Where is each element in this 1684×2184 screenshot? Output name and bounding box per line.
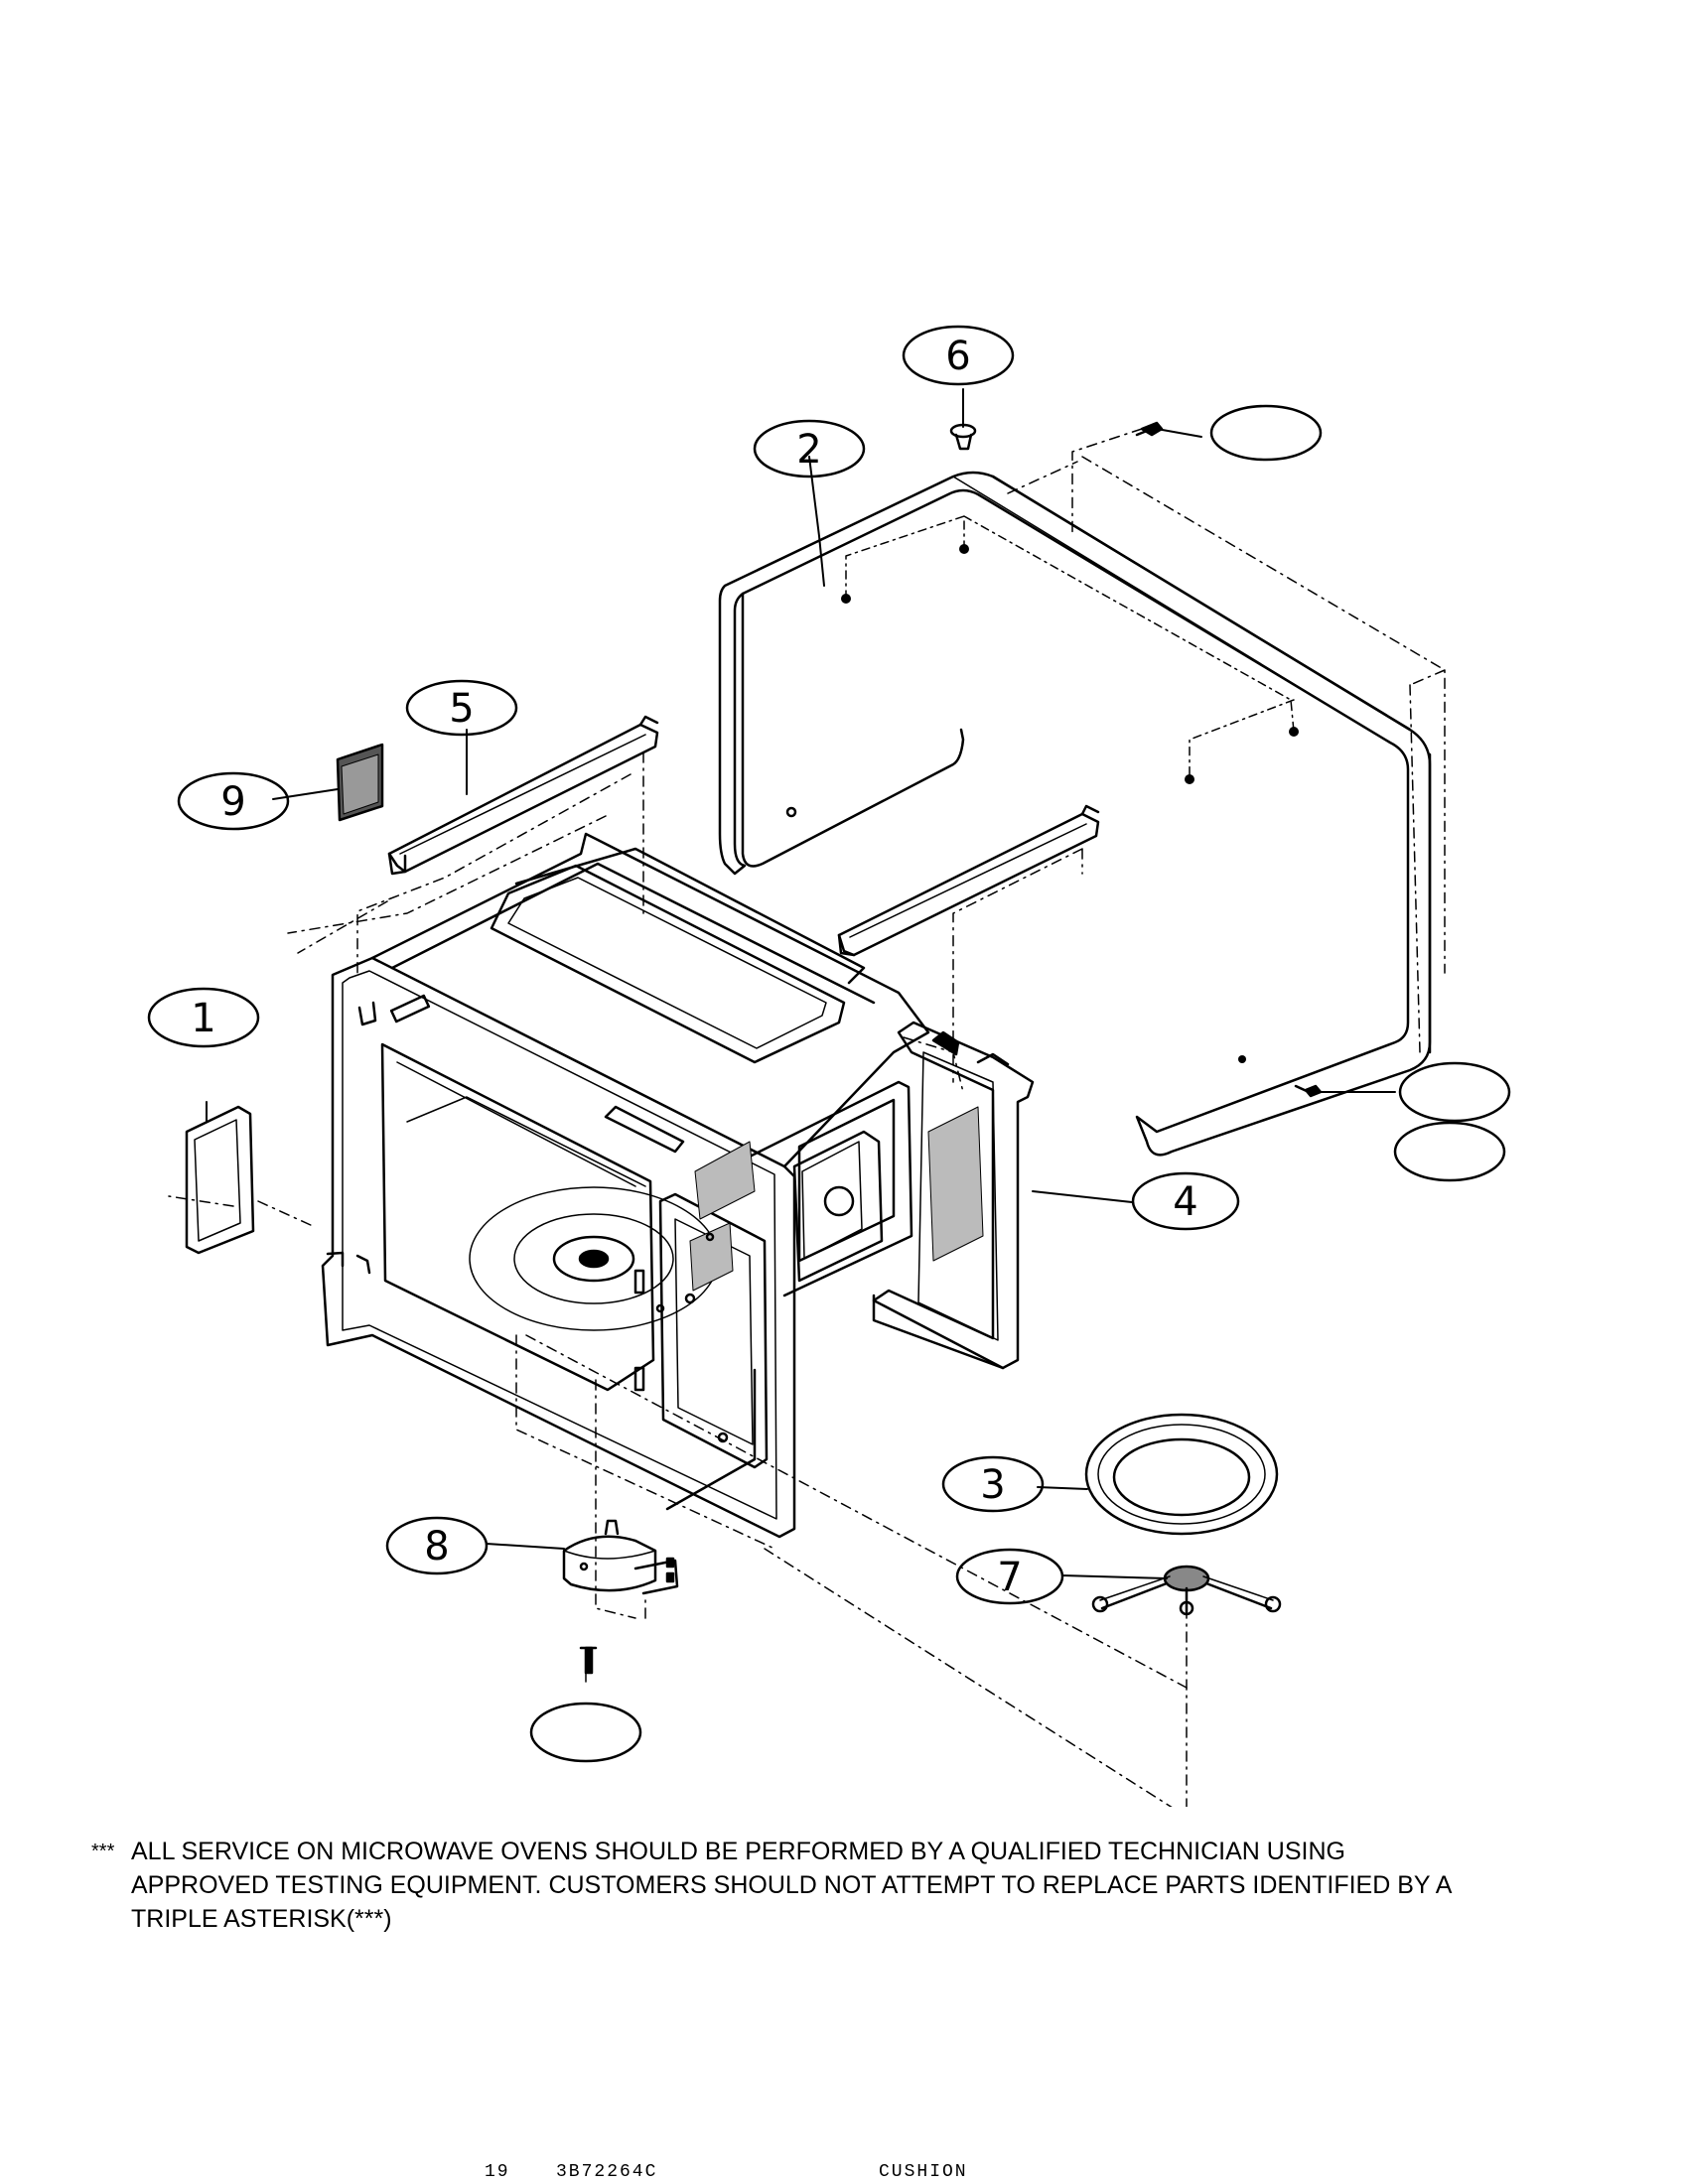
note-line-2: APPROVED TESTING EQUIPMENT. CUSTOMERS SH… bbox=[131, 1871, 1453, 1899]
cabinet-holes bbox=[841, 544, 1299, 1063]
service-note: *** ALL SERVICE ON MICROWAVE OVENS SHOUL… bbox=[91, 1835, 1660, 1936]
glass-tray bbox=[1084, 1413, 1279, 1536]
callout-ellipse-7 bbox=[955, 1548, 1064, 1605]
filter-pad bbox=[336, 743, 384, 822]
oven-chassis bbox=[321, 832, 1035, 1539]
projection-lines bbox=[168, 428, 1446, 1807]
callout-ellipse-4 bbox=[1131, 1171, 1240, 1231]
callout-ellipse-6 bbox=[902, 325, 1015, 386]
callout-ellipse-blank-bottom bbox=[529, 1702, 642, 1763]
callout-ellipse-3 bbox=[941, 1455, 1045, 1513]
callout-label-6: 6 bbox=[945, 334, 970, 379]
exploded-parts-diagram: 6 2 5 9 1 4 3 7 8 bbox=[147, 325, 1511, 1807]
note-marker: *** bbox=[91, 1841, 115, 1862]
callout-ellipse-blank-top-right bbox=[1209, 404, 1323, 462]
rail-left bbox=[387, 715, 659, 876]
callout-label-4: 4 bbox=[1173, 1179, 1197, 1225]
ventilation-mesh bbox=[689, 1106, 984, 1292]
leader-lines bbox=[206, 388, 1396, 1579]
callout-ellipse-1 bbox=[147, 987, 260, 1048]
callout-bubbles bbox=[147, 325, 1511, 1763]
callout-ellipse-9 bbox=[177, 771, 290, 831]
callout-label-1: 1 bbox=[191, 996, 215, 1041]
roller-support bbox=[1091, 1565, 1282, 1616]
lamp-cover bbox=[185, 1105, 255, 1255]
note-line-1: ALL SERVICE ON MICROWAVE OVENS SHOULD BE… bbox=[131, 1838, 1345, 1865]
callout-ellipse-5 bbox=[405, 679, 518, 737]
callout-label-7: 7 bbox=[997, 1555, 1022, 1600]
outer-cabinet bbox=[718, 471, 1432, 1157]
footer-page-number: 19 bbox=[485, 2162, 510, 2182]
turntable-motor bbox=[562, 1519, 679, 1595]
rail-right bbox=[837, 804, 1100, 957]
callout-ellipse-blank-right-1 bbox=[1398, 1061, 1511, 1123]
callout-label-3: 3 bbox=[980, 1462, 1005, 1508]
callout-ellipse-blank-right-2 bbox=[1393, 1121, 1506, 1182]
callout-labels: 6 2 5 9 1 4 3 7 8 bbox=[191, 334, 1197, 1600]
note-line-3: TRIPLE ASTERISK(***) bbox=[131, 1905, 392, 1933]
callout-label-2: 2 bbox=[796, 427, 821, 473]
callout-label-8: 8 bbox=[424, 1524, 449, 1570]
callout-label-5: 5 bbox=[449, 686, 474, 732]
callout-label-9: 9 bbox=[220, 779, 245, 825]
footer-part-code: 3B72264C bbox=[556, 2162, 658, 2182]
callout-ellipse-2 bbox=[753, 419, 866, 478]
footer-part-name: CUSHION bbox=[879, 2162, 968, 2182]
plug bbox=[949, 423, 977, 451]
callout-ellipse-8 bbox=[385, 1516, 489, 1575]
